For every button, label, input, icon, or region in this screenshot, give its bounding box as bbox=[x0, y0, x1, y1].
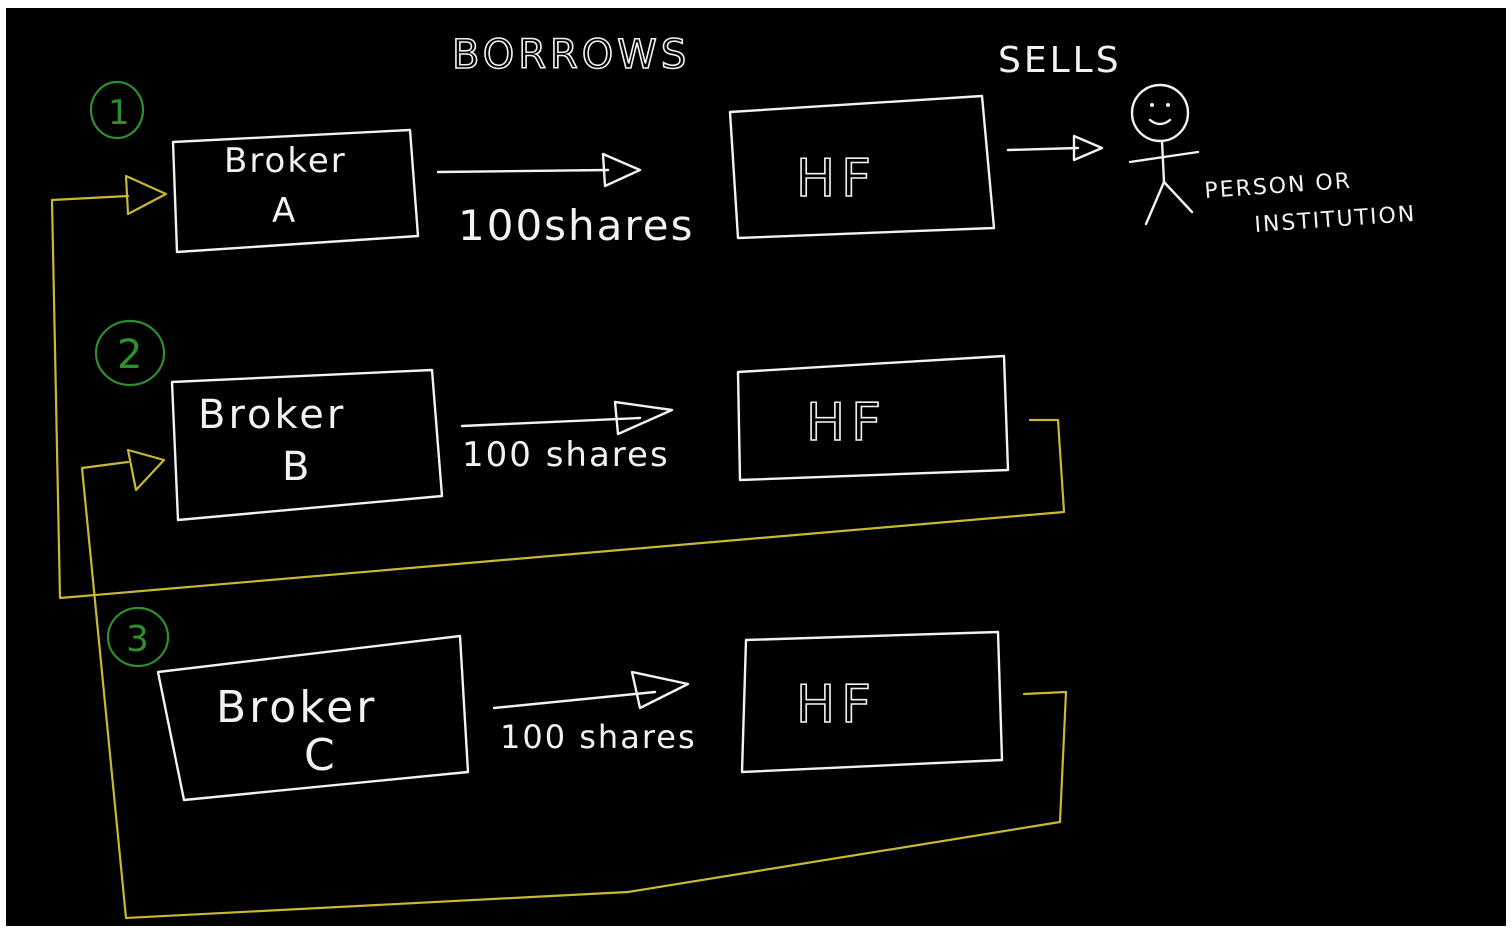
buyer-label-line2: INSTITUTION bbox=[1254, 202, 1417, 238]
hedge-fund-2-label: HF bbox=[806, 393, 887, 453]
sells-heading: SELLS bbox=[998, 40, 1122, 81]
stick-figure-icon bbox=[1128, 83, 1200, 226]
borrow-arrow-2 bbox=[460, 400, 674, 436]
broker-c-box bbox=[156, 634, 470, 802]
hedge-fund-3-label: HF bbox=[796, 675, 877, 735]
row-1: Broker A 100shares HF bbox=[171, 94, 1104, 254]
shares-label-2: 100 shares bbox=[462, 435, 670, 475]
broker-a-label: Broker bbox=[224, 141, 347, 181]
step-3-marker: 3 bbox=[106, 606, 170, 668]
borrow-arrow-2-head bbox=[613, 400, 674, 436]
relend-loop-inner-arrowhead bbox=[126, 448, 166, 492]
step-2-number: 2 bbox=[117, 332, 142, 378]
step-1-circle bbox=[89, 80, 145, 140]
step-1-marker: 1 bbox=[89, 80, 145, 140]
step-2-marker: 2 bbox=[94, 319, 166, 387]
broker-c-label: Broker bbox=[216, 682, 377, 733]
sell-arrow-head bbox=[1072, 134, 1104, 162]
step-3-circle bbox=[106, 606, 170, 668]
broker-b-box bbox=[170, 368, 444, 522]
relend-loop-outer bbox=[50, 174, 1066, 600]
relend-loop-inner-path bbox=[80, 460, 1068, 920]
row-3: Broker C 100 shares HF bbox=[156, 630, 1004, 802]
stick-figure-leg-left bbox=[1144, 180, 1166, 226]
stick-figure-arms bbox=[1128, 150, 1200, 164]
stick-figure-head bbox=[1130, 83, 1190, 143]
hedge-fund-1-box bbox=[728, 94, 996, 240]
relend-loop-outer-path bbox=[50, 194, 1066, 600]
step-1-number: 1 bbox=[108, 93, 130, 133]
borrows-heading: BORROWS bbox=[452, 32, 690, 78]
shares-label-3: 100 shares bbox=[500, 718, 697, 756]
hedge-fund-3-box bbox=[740, 630, 1004, 774]
broker-b-letter: B bbox=[282, 444, 309, 490]
borrow-arrow-3-head bbox=[630, 670, 690, 710]
broker-b-label: Broker bbox=[198, 392, 346, 438]
relend-loop-inner bbox=[80, 448, 1068, 920]
borrow-arrow-3 bbox=[492, 670, 690, 710]
row-2: Broker B 100 shares HF bbox=[170, 354, 1010, 522]
sell-arrow-shaft bbox=[1006, 146, 1080, 152]
broker-a-box bbox=[171, 128, 420, 254]
stick-figure-eye-right bbox=[1166, 103, 1170, 107]
stick-figure-body bbox=[1160, 139, 1166, 184]
stick-figure-eye-left bbox=[1150, 103, 1154, 107]
shares-label-1: 100shares bbox=[458, 201, 694, 250]
relend-loop-outer-arrowhead bbox=[124, 174, 168, 216]
borrow-arrow-1-head bbox=[601, 152, 642, 188]
step-3-number: 3 bbox=[126, 619, 149, 660]
borrow-arrow-1-shaft bbox=[436, 168, 610, 174]
broker-a-letter: A bbox=[272, 191, 295, 231]
borrow-arrow-2-shaft bbox=[460, 416, 642, 428]
hedge-fund-2-box bbox=[736, 354, 1010, 482]
step-2-circle bbox=[94, 319, 166, 387]
borrow-arrow-3-shaft bbox=[492, 690, 657, 710]
buyer-label-line1: PERSON OR bbox=[1204, 169, 1353, 204]
stick-figure-leg-right bbox=[1162, 180, 1194, 214]
stick-figure-mouth bbox=[1148, 118, 1172, 126]
borrow-arrow-1 bbox=[436, 152, 642, 188]
blackboard bbox=[6, 8, 1506, 926]
broker-c-letter: C bbox=[304, 730, 335, 781]
hedge-fund-1-label: HF bbox=[796, 149, 877, 209]
sell-arrow bbox=[1006, 134, 1104, 162]
